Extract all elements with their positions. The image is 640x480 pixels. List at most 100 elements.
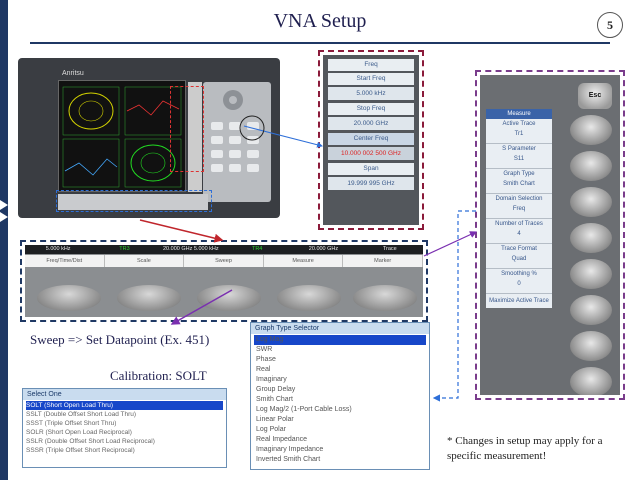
graph-option-imaginary[interactable]: Imaginary <box>256 376 287 383</box>
softkey-button-8[interactable] <box>570 367 612 395</box>
tab-marker[interactable]: Marker <box>343 255 423 267</box>
span-key[interactable]: Span <box>328 163 414 175</box>
status-range: 20.000 GHz 5.000 kHz <box>162 246 219 252</box>
measure-menu-panel: Esc Measure Active Trace Tr1 S Parameter… <box>475 70 625 400</box>
center-freq-value: 10.000 002 500 GHz <box>328 147 414 160</box>
span-value: 19.999 995 GHz <box>328 177 414 190</box>
softkey-button-3[interactable] <box>570 187 612 217</box>
graph-option-swr[interactable]: SWR <box>256 346 273 353</box>
title-divider <box>30 42 610 44</box>
graph-option-inverted-smith-chart[interactable]: Inverted Smith Chart <box>256 456 321 463</box>
graph-option-log-mag-half[interactable]: Log Mag/2 (1-Port Cable Loss) <box>256 406 352 413</box>
arrow-sweep-to-caption <box>170 289 233 325</box>
calibration-option-solr[interactable]: SOLR (Short Open Load Reciprocal) <box>26 429 132 436</box>
freq-menu-title: Freq <box>328 59 414 71</box>
trace-format-key[interactable]: Trace Format <box>501 246 537 252</box>
graph-type-list: Log Mag SWR Phase Real Imaginary Group D… <box>251 334 429 466</box>
slide-title: VNA Setup <box>273 10 367 32</box>
freq-menu-panel: Freq Start Freq 5.000 kHz Stop Freq 20.0… <box>318 50 424 230</box>
sweep-caption: Sweep => Set Datapoint (Ex. 451) <box>30 332 210 347</box>
graph-option-linear-polar[interactable]: Linear Polar <box>256 416 294 423</box>
calibration-option-sssr[interactable]: SSSR (Triple Offset Short Reciprocal) <box>26 447 135 454</box>
tab-scale[interactable]: Scale <box>105 255 185 267</box>
graph-type-key[interactable]: Graph Type <box>503 171 535 177</box>
calibration-option-solt[interactable]: SOLT (Short Open Load Thru) <box>26 401 223 410</box>
softkey-button-7[interactable] <box>570 331 612 361</box>
maximize-active-trace-key[interactable]: Maximize Active Trace <box>489 298 549 304</box>
graph-option-real-impedance[interactable]: Real Impedance <box>256 436 307 443</box>
page-number: 5 <box>597 12 623 38</box>
softkey-button-4[interactable] <box>570 223 612 253</box>
smoothing-key[interactable]: Smoothing % <box>501 271 537 277</box>
hardware-key-4[interactable] <box>277 285 341 311</box>
chevron-right-icon <box>0 200 8 210</box>
graph-type-selector-window: Graph Type Selector Log Mag SWR Phase Re… <box>250 322 430 470</box>
calibration-option-ssst[interactable]: SSST (Triple Offset Short Thru) <box>26 420 117 427</box>
device-bottom-keys <box>58 194 208 210</box>
start-freq-value: 5.000 kHz <box>328 87 414 100</box>
calibration-select-window: Select One SOLT (Short Open Load Thru) S… <box>22 388 227 468</box>
vna-device-photo: Anritsu <box>18 58 280 218</box>
graph-option-smith-chart[interactable]: Smith Chart <box>256 396 293 403</box>
active-trace-value: Tr1 <box>486 129 552 144</box>
softkey-button-1[interactable] <box>570 115 612 145</box>
stop-freq-value: 20.000 GHz <box>328 117 414 130</box>
calibration-caption: Calibration: SOLT <box>110 368 207 383</box>
graph-option-group-delay[interactable]: Group Delay <box>256 386 296 393</box>
smoothing-value: 0 <box>486 279 552 294</box>
trace-status-bar: 5.000 kHz TR3 20.000 GHz 5.000 kHz TR4 2… <box>25 245 423 254</box>
setup-note: * Changes in setup may apply for a speci… <box>447 435 603 462</box>
softkey-button-5[interactable] <box>570 259 612 289</box>
main-menu-tabs: Freq/Time/Dist Scale Sweep Measure Marke… <box>25 255 423 267</box>
hardware-key-5[interactable] <box>353 285 417 311</box>
hardware-key-2[interactable] <box>117 285 181 311</box>
chevron-right-icon <box>0 212 8 222</box>
softkey-button-2[interactable] <box>570 151 612 181</box>
start-freq-key[interactable]: Start Freq <box>328 73 414 85</box>
status-tr3: TR3 <box>119 246 130 252</box>
number-of-traces-value: 4 <box>486 229 552 244</box>
arrow-strip-to-measure <box>423 231 478 257</box>
status-tr4: TR4 <box>251 246 263 252</box>
tab-measure[interactable]: Measure <box>264 255 344 267</box>
number-of-traces-key[interactable]: Number of Traces <box>495 221 543 227</box>
device-softkeys-highlight <box>170 86 204 172</box>
tab-sweep[interactable]: Sweep <box>184 255 264 267</box>
tab-freq-time-dist[interactable]: Freq/Time/Dist <box>25 255 105 267</box>
domain-selection-value: Freq <box>486 204 552 219</box>
graph-option-phase[interactable]: Phase <box>256 356 276 363</box>
graph-option-real[interactable]: Real <box>256 366 271 373</box>
connector-graph-type <box>432 210 476 402</box>
center-freq-key[interactable]: Center Freq <box>328 133 414 145</box>
status-stop: 20.000 GHz <box>308 246 339 252</box>
left-accent-bar <box>0 0 8 480</box>
trace-format-value: Quad <box>486 254 552 269</box>
hardware-key-1[interactable] <box>37 285 101 311</box>
graph-option-log-mag[interactable]: Log Mag <box>254 335 426 345</box>
softkey-button-6[interactable] <box>570 295 612 325</box>
main-menu-strip-panel: 5.000 kHz TR3 20.000 GHz 5.000 kHz TR4 2… <box>20 240 428 322</box>
device-bottom-keys-highlight <box>56 190 212 212</box>
domain-selection-key[interactable]: Domain Selection <box>495 196 543 202</box>
graph-option-log-polar[interactable]: Log Polar <box>256 426 286 433</box>
calibration-options-list: SOLT (Short Open Load Thru) SSLT (Double… <box>23 400 226 456</box>
esc-button[interactable]: Esc <box>578 83 612 109</box>
status-trace: Trace <box>382 246 397 252</box>
s-parameter-key[interactable]: S Parameter <box>502 146 536 152</box>
active-trace-key[interactable]: Active Trace <box>502 121 536 127</box>
graph-type-value: Smith Chart <box>486 179 552 194</box>
device-screen <box>58 80 186 192</box>
device-softkeys <box>188 82 202 192</box>
calibration-option-sslr[interactable]: SSLR (Double Offset Short Load Reciproca… <box>26 438 155 445</box>
graph-selector-title: Graph Type Selector <box>251 323 429 334</box>
hardware-key-3[interactable] <box>197 285 261 311</box>
s-parameter-value: S11 <box>486 154 552 169</box>
measure-softkey-column: Measure Active Trace Tr1 S Parameter S11… <box>486 109 552 308</box>
graph-option-imaginary-impedance[interactable]: Imaginary Impedance <box>256 446 324 453</box>
select-window-title: Select One <box>23 389 226 400</box>
connector-device-to-freq <box>239 115 323 148</box>
stop-freq-key[interactable]: Stop Freq <box>328 103 414 115</box>
device-screen-plots <box>62 86 182 188</box>
calibration-option-sslt[interactable]: SSLT (Double Offset Short Load Thru) <box>26 411 137 418</box>
